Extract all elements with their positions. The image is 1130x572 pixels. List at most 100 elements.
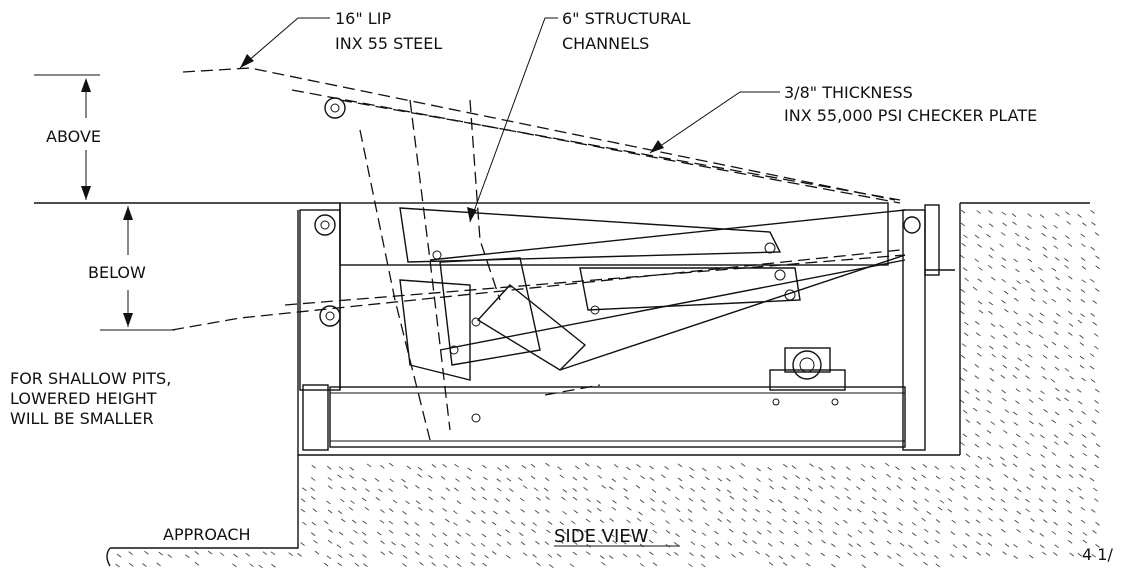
hatch-mark xyxy=(636,463,641,468)
hatch-mark xyxy=(232,563,237,568)
hatch-mark xyxy=(690,488,695,492)
hatch-mark xyxy=(777,499,783,504)
hatch-mark xyxy=(1042,246,1048,251)
hatch-mark xyxy=(754,489,759,493)
hatch-mark xyxy=(975,464,980,469)
hatch-mark xyxy=(872,496,877,501)
hatch-mark xyxy=(456,500,462,505)
hatch-mark xyxy=(1030,288,1036,293)
hatch-mark xyxy=(960,288,965,293)
hatch-mark xyxy=(388,520,394,525)
hatch-mark xyxy=(975,332,981,337)
hatch-mark xyxy=(937,506,943,511)
hatch-mark xyxy=(1069,552,1075,557)
hatch-mark xyxy=(1079,355,1085,360)
hatch-mark xyxy=(544,477,550,482)
hatch-mark xyxy=(702,467,707,472)
hatch-mark xyxy=(380,551,386,556)
hatch-mark xyxy=(530,475,536,480)
hatch-mark xyxy=(626,506,632,511)
pit-outline xyxy=(106,203,961,567)
hatch-mark xyxy=(311,464,317,469)
hatch-mark xyxy=(1081,243,1086,248)
hatch-mark xyxy=(116,553,122,558)
hatch-mark xyxy=(715,555,720,559)
below-label: BELOW xyxy=(88,263,146,282)
hatch-mark xyxy=(1079,495,1084,500)
hatch-mark xyxy=(1090,379,1096,383)
hatch-mark xyxy=(962,267,968,272)
hatch-mark xyxy=(574,528,579,533)
hatch-mark xyxy=(895,466,900,471)
hatch-mark xyxy=(886,473,891,478)
hatch-mark xyxy=(960,377,965,382)
hatch-mark xyxy=(380,509,385,514)
hatch-mark xyxy=(1081,434,1087,438)
hatch-mark xyxy=(609,486,614,491)
hatch-mark xyxy=(991,353,997,358)
hatch-mark xyxy=(404,520,409,525)
hatch-mark xyxy=(300,508,306,513)
hatch-mark xyxy=(583,476,588,481)
hatch-mark xyxy=(847,507,852,512)
hatch-mark xyxy=(596,507,602,512)
hatch-mark xyxy=(496,478,501,483)
hatch-mark xyxy=(999,324,1004,329)
hatch-mark xyxy=(886,540,892,545)
hatch-mark xyxy=(963,496,968,500)
hatch-mark xyxy=(1015,433,1021,438)
hatch-mark xyxy=(1079,364,1085,369)
hatch-mark xyxy=(142,563,147,567)
hatch-mark xyxy=(483,476,488,481)
hatch-mark xyxy=(990,421,996,426)
shallow-note-line2: LOWERED HEIGHT xyxy=(10,389,157,408)
hatch-mark xyxy=(1029,474,1034,478)
hatch-mark xyxy=(1081,265,1087,270)
hatch-mark xyxy=(990,323,996,327)
hatch-mark xyxy=(521,465,527,469)
hatch-mark xyxy=(1004,409,1010,413)
hatch-mark xyxy=(288,552,293,556)
hatch-mark xyxy=(505,510,510,514)
hatch-mark xyxy=(1054,544,1059,549)
hatch-mark xyxy=(794,496,799,500)
hatch-mark xyxy=(1012,477,1018,482)
hatch-mark xyxy=(976,210,982,214)
hatch-mark xyxy=(596,500,602,504)
hatch-mark xyxy=(830,485,835,489)
hatch-mark xyxy=(327,485,333,490)
hatch-mark xyxy=(326,465,332,470)
hatch-mark xyxy=(406,465,412,470)
hatch-mark xyxy=(1068,275,1073,280)
hatch-mark xyxy=(497,467,502,471)
hatch-mark xyxy=(1056,397,1061,402)
hatch-mark xyxy=(337,562,343,567)
hatch-mark xyxy=(1004,543,1010,547)
hatch-mark xyxy=(379,519,385,524)
hatch-mark xyxy=(374,478,380,482)
hatch-mark xyxy=(297,553,302,557)
hatch-mark xyxy=(585,462,590,467)
hatch-mark xyxy=(417,473,422,478)
hatch-mark xyxy=(494,498,499,503)
hatch-mark xyxy=(362,554,367,558)
hatch-mark xyxy=(310,532,316,536)
hatch-mark xyxy=(805,552,810,557)
hatch-mark xyxy=(935,475,941,480)
hatch-mark xyxy=(376,531,382,536)
hatch-mark xyxy=(1077,420,1082,425)
hatch-mark xyxy=(310,477,316,481)
hatch-mark xyxy=(666,552,671,557)
hatch-mark xyxy=(688,518,693,523)
hatch-mark xyxy=(392,499,398,504)
hatch-mark xyxy=(1094,464,1099,469)
hatch-mark xyxy=(1081,279,1087,284)
channels-label-line2: CHANNELS xyxy=(562,34,649,53)
hatch-mark xyxy=(794,543,799,548)
page-reference: 4 1/ xyxy=(1082,545,1113,564)
hatch-mark xyxy=(362,520,367,525)
hatch-mark xyxy=(805,562,811,567)
hatch-mark xyxy=(575,465,580,470)
hatch-mark xyxy=(1079,342,1085,346)
hatch-mark xyxy=(509,488,514,492)
